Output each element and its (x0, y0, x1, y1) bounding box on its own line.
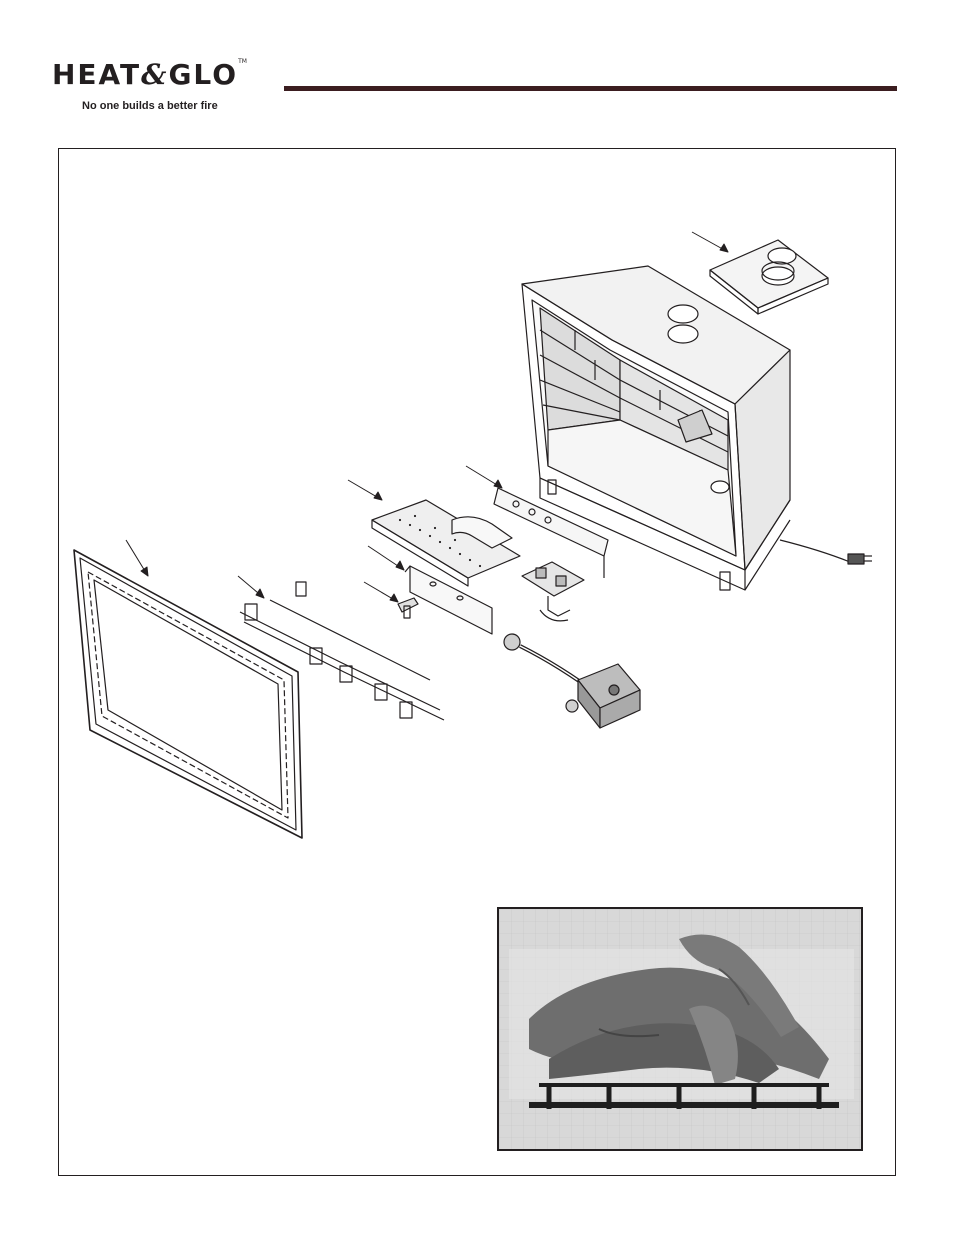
log-set-photo (497, 907, 863, 1151)
callout-arrow (692, 232, 728, 252)
burner-assembly (372, 500, 520, 586)
callout-arrow (466, 466, 502, 488)
control-bracket (405, 566, 492, 634)
pilot-assembly (522, 562, 584, 621)
orifice-fitting (398, 598, 418, 618)
callout-arrow (364, 582, 398, 602)
firebox-cabinet (522, 266, 790, 590)
callout-arrow (238, 576, 264, 598)
glass-door-frame (74, 550, 302, 838)
callout-arrow (348, 480, 382, 500)
callout-arrow (126, 540, 148, 576)
callout-arrow (368, 546, 404, 570)
log-set-image (499, 909, 861, 1149)
gas-valve (566, 664, 640, 728)
power-cord (780, 540, 872, 564)
